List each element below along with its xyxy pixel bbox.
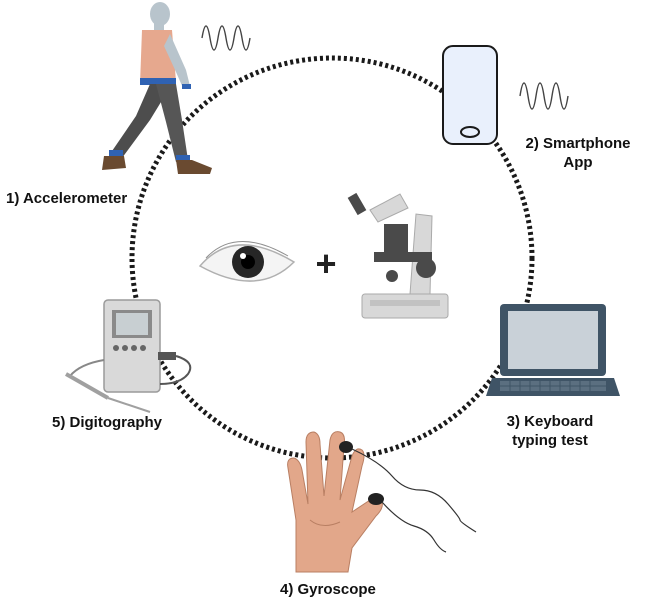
label-smartphone-line1: 2) Smartphone [518, 134, 638, 153]
plus-sign: + [315, 243, 336, 284]
signal-wave-icon [202, 26, 250, 50]
signal-wave-icon [520, 83, 568, 109]
label-gyroscope: 4) Gyroscope [280, 580, 376, 599]
label-keyboard-line1: 3) Keyboard [488, 412, 612, 431]
label-keyboard-typing-test: 3) Keyboard typing test [488, 412, 612, 450]
label-smartphone-app: 2) Smartphone App [518, 134, 638, 172]
laptop-icon [486, 304, 620, 396]
smartphone-icon [443, 46, 497, 144]
label-smartphone-line2: App [518, 153, 638, 172]
walking-person-icon [102, 2, 212, 174]
label-digitography: 5) Digitography [52, 413, 162, 432]
label-accelerometer: 1) Accelerometer [6, 189, 127, 208]
eye-icon [200, 241, 294, 281]
hand-sensor-icon [288, 432, 476, 572]
label-keyboard-line2: typing test [488, 431, 612, 450]
thermometer-device-icon [66, 300, 190, 412]
microscope-icon [348, 193, 448, 318]
